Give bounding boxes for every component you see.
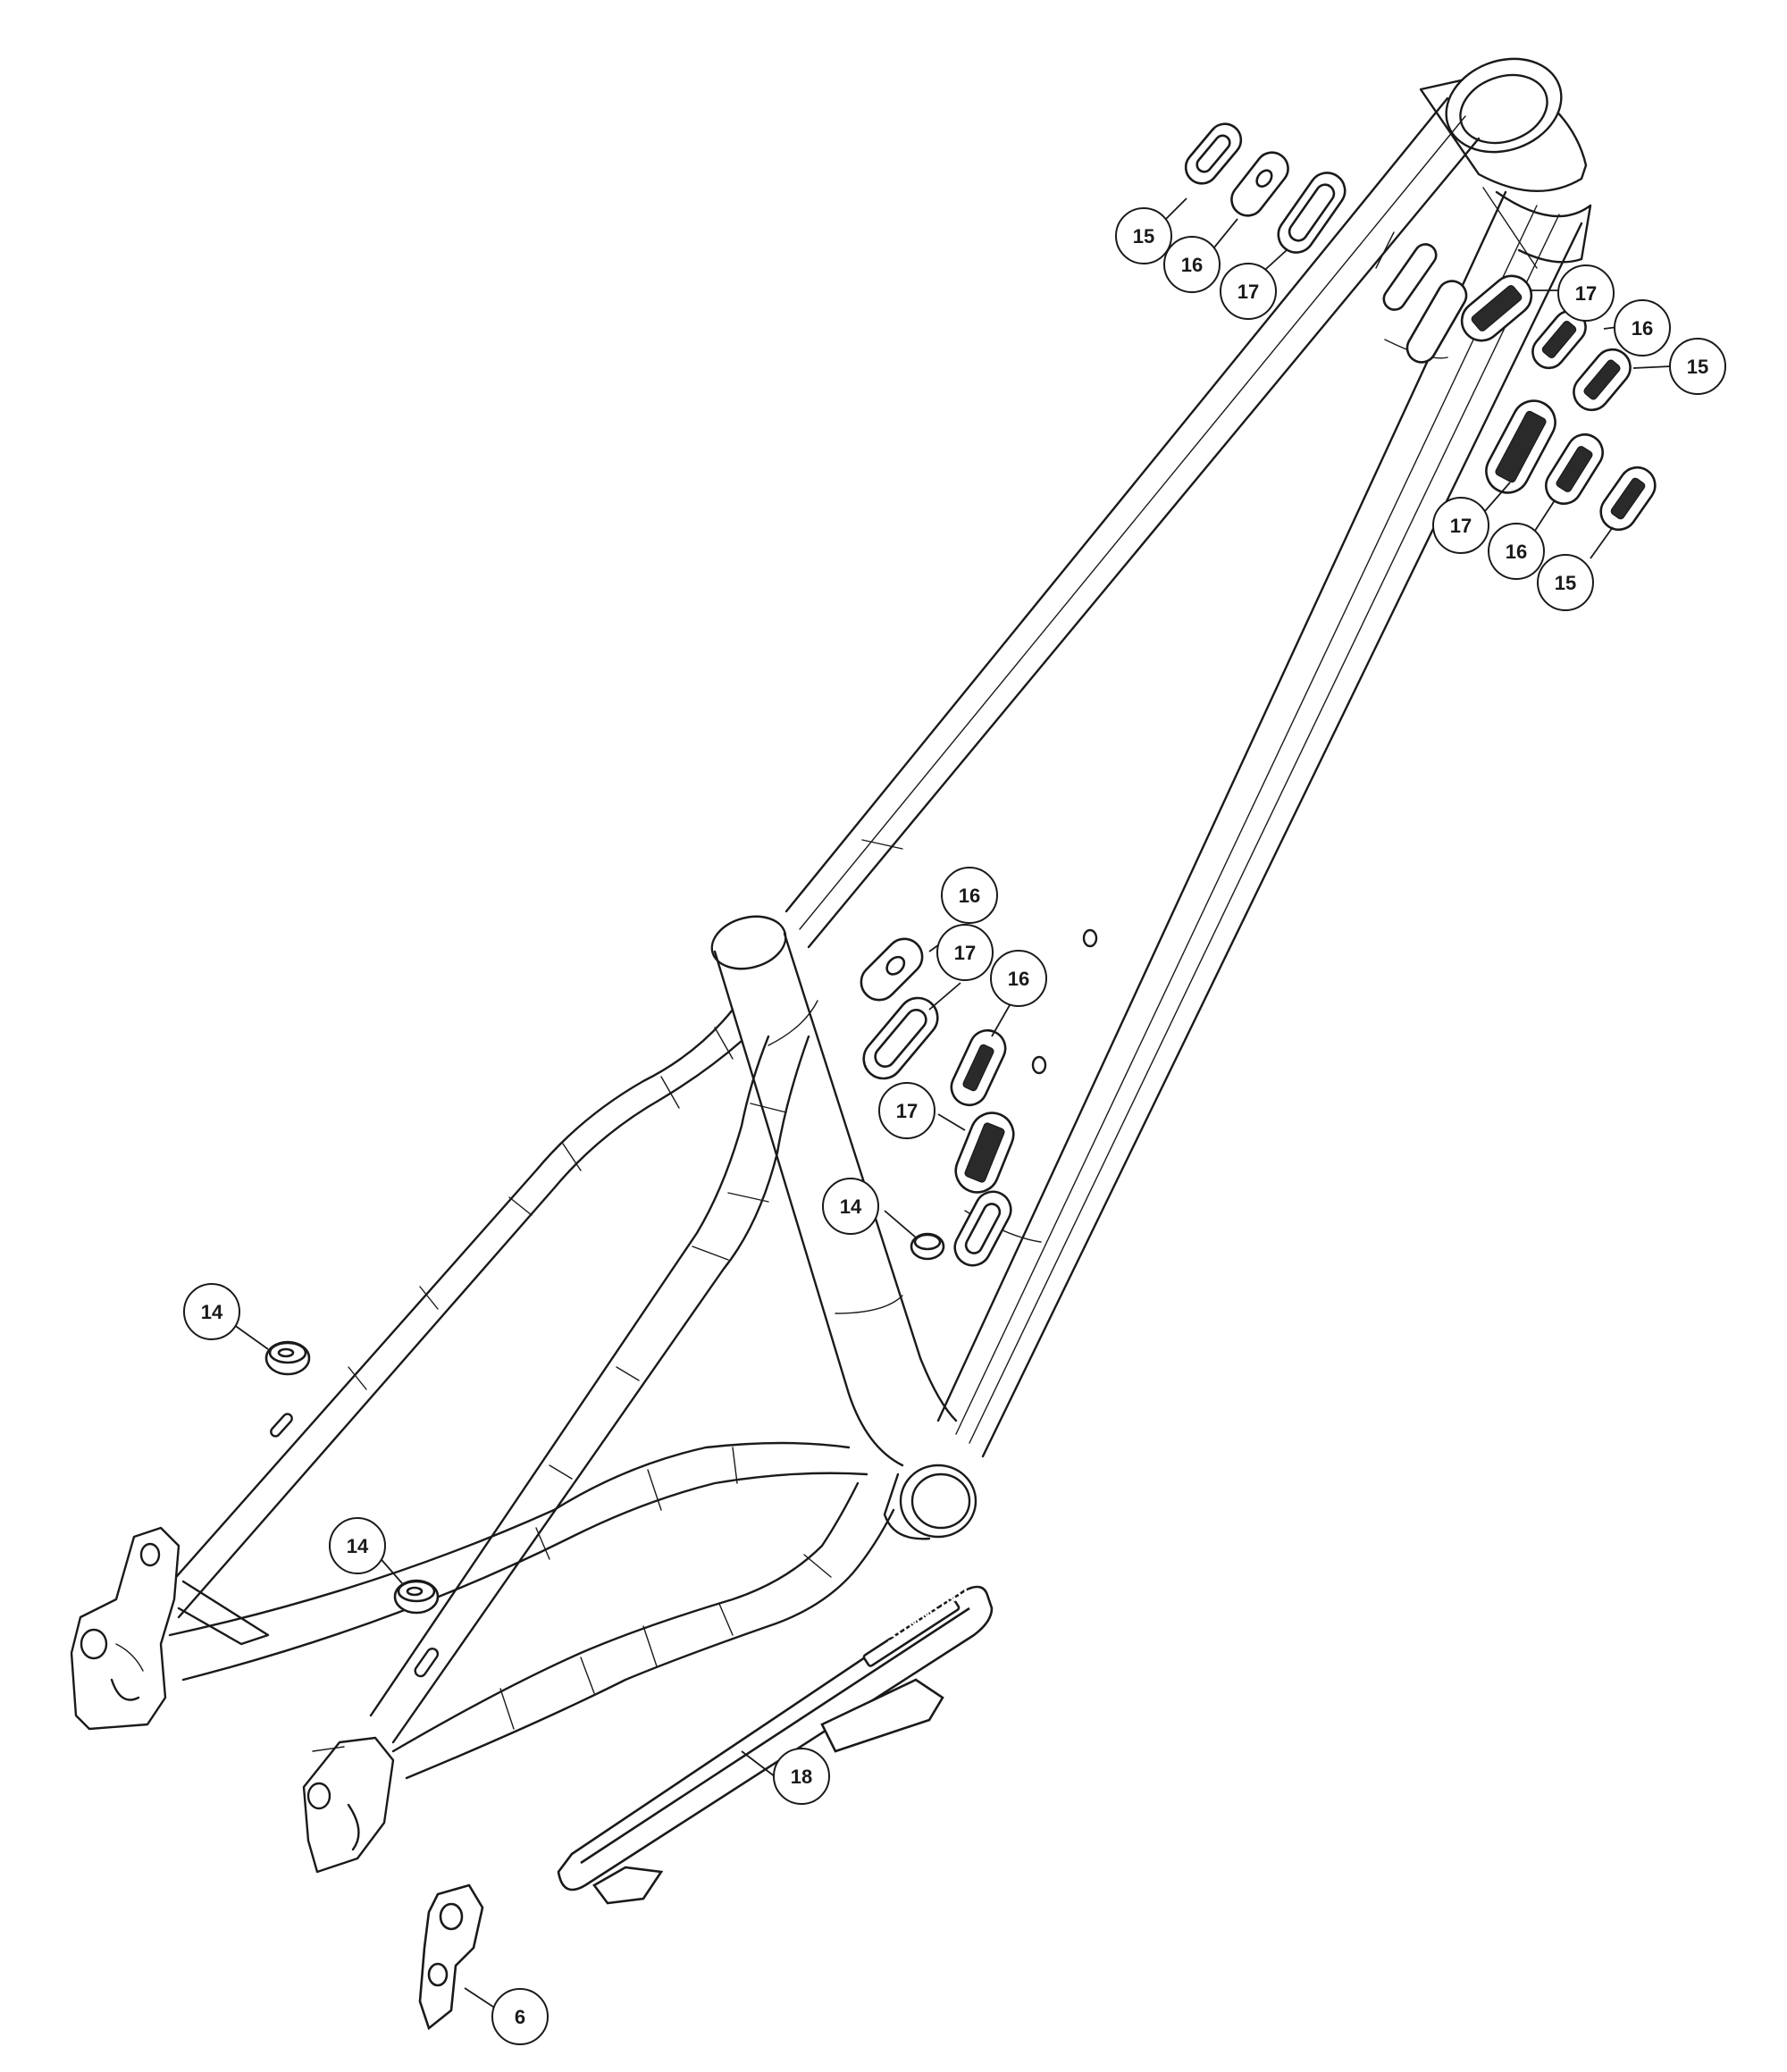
seat-stay-right [369,1035,810,1744]
svg-text:15: 15 [1133,225,1154,247]
svg-text:15: 15 [1687,356,1708,378]
plug-14-c [393,1579,440,1615]
grommet-16-e [950,1028,1007,1107]
callout-17e: 17 [878,1082,935,1139]
svg-text:16: 16 [1008,968,1029,990]
guard-ribs [862,1598,961,1667]
grommet-15-c [1599,466,1657,532]
grommet-15-a [1184,122,1243,185]
grommet-17-e [954,1111,1015,1194]
callout-17d: 17 [936,924,994,981]
dropout-left [70,1526,180,1731]
svg-text:15: 15 [1555,572,1576,594]
callout-6: 6 [491,1988,549,2045]
svg-text:17: 17 [1450,515,1472,537]
callout-16a: 16 [1163,236,1221,293]
svg-text:18: 18 [791,1766,812,1788]
callout-18: 18 [773,1748,830,1805]
chain-stay-right [391,1481,895,1780]
svg-text:17: 17 [1575,282,1597,305]
callout-16d: 16 [941,867,998,924]
callout-16b: 16 [1614,299,1671,357]
callout-15c: 15 [1537,554,1594,611]
cable-port-b [1405,280,1468,364]
callout-17b: 17 [1557,264,1615,322]
svg-text:6: 6 [515,2006,525,2028]
callout-14b: 14 [183,1283,240,1340]
grommet-17-a [1277,172,1347,254]
callout-16c: 16 [1488,523,1545,580]
svg-text:17: 17 [1237,281,1259,303]
callout-14a: 14 [822,1178,879,1235]
derailleur-hanger-6 [418,1883,484,2031]
callout-17c: 17 [1432,497,1489,554]
grommet-16-d [860,937,924,1002]
grommet-17-d [862,996,939,1080]
svg-text:14: 14 [201,1301,223,1323]
seat-stay-left [155,1008,743,1619]
seat-tube [710,915,958,1467]
svg-text:17: 17 [954,942,976,964]
chainstay-guard-18: SUMMOND [557,1579,994,1905]
grommet-15-b [1573,348,1632,412]
parts-group: SUMMOND [264,122,1657,2031]
grommet-17-c [1485,399,1556,494]
svg-text:16: 16 [1181,254,1203,276]
dropout-right [302,1736,395,1874]
callout-15a: 15 [1115,207,1172,264]
cable-port-c [953,1190,1012,1267]
bottom-bracket [883,1464,977,1540]
head-tube [1419,57,1592,269]
top-tube [784,96,1481,949]
callout-15b: 15 [1669,338,1726,395]
chain-stay-left [168,1441,868,1682]
grommet-17-b [1460,274,1533,342]
plug-14-a [910,1232,945,1261]
callouts: 15 16 17 17 16 15 17 16 15 16 17 16 17 1… [183,197,1726,2045]
bike-frame [70,57,1592,1874]
callout-16e: 16 [990,950,1047,1007]
grommet-16-b [1531,309,1587,370]
callout-14c: 14 [329,1517,386,1574]
grommet-16-a [1230,151,1289,217]
svg-text:16: 16 [1632,317,1653,340]
cable-port-a [1382,243,1438,311]
down-tube [936,190,1583,1458]
svg-text:16: 16 [959,885,980,907]
callout-17a: 17 [1220,263,1277,320]
svg-text:16: 16 [1506,541,1527,563]
svg-text:14: 14 [840,1195,862,1218]
svg-text:17: 17 [896,1100,918,1122]
grommet-16-c [1545,433,1604,505]
svg-text:14: 14 [347,1535,369,1557]
plug-14-b [264,1340,311,1376]
